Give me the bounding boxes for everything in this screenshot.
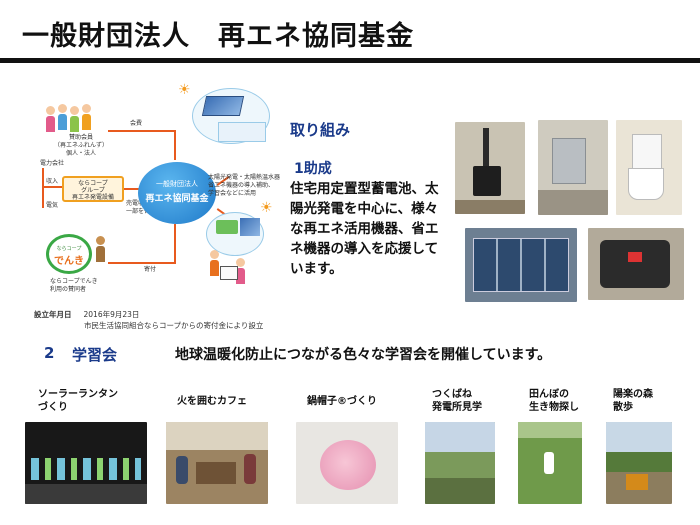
learning-section-number: 2 (44, 344, 55, 362)
easel-illustration (220, 266, 238, 280)
establishment-note: 市民生活協同組合ならコープからの寄付金により設立 (84, 321, 264, 330)
event-label-fire-cafe: 火を囲むカフェ (177, 396, 247, 407)
photo-wood-stove (455, 122, 525, 214)
member-figure (70, 106, 79, 132)
establishment-label: 設立年月日 (34, 310, 72, 319)
income-label: 収入 (46, 178, 59, 185)
learning-board-illustration (216, 220, 238, 234)
donation-arrow-up (174, 224, 176, 264)
photo-forest-walk (606, 422, 672, 504)
fund-circle-line2: 再エネ協同基金 (145, 194, 209, 204)
denki-users-label: ならコープでんき 利用の賛同者 (50, 278, 98, 293)
group-arrow (124, 188, 140, 190)
event-label-nabe-boshi: 鍋帽子®づくり (307, 396, 377, 407)
bath-illustration (218, 122, 266, 142)
photo-storage-battery (538, 120, 608, 215)
organization-diagram: 賛助会員 （再エネふれんず） 個人・法人 会費 電力会社 収入 電気 ならコープ… (28, 82, 281, 304)
solar-panel-small-illustration (240, 218, 260, 236)
child-figure (210, 250, 219, 276)
photo-portable-battery (588, 228, 684, 300)
fee-arrow (108, 130, 176, 132)
support-note: 太陽光発電・太陽熱温水器 省エネ機器の導入補助、 学習会などに活用 (208, 174, 281, 197)
denki-small-label: ならコープ (56, 246, 82, 252)
electricity-label: 電気 (46, 202, 59, 209)
establishment-info: 設立年月日 2016年9月23日 市民生活協同組合ならコープからの寄付金により設立 (34, 309, 263, 331)
establishment-date: 2016年9月23日 (83, 310, 140, 319)
solar-panel-illustration (201, 96, 245, 116)
members-label: 賛助会員 （再エネふれんず） 個人・法人 (54, 134, 109, 157)
fee-arrow-down (174, 130, 176, 160)
photo-nabe-boshi (296, 422, 398, 504)
fund-circle-line1: 一般財団法人 (156, 180, 198, 188)
page-title: 一般財団法人 再エネ協同基金 (22, 21, 414, 52)
photo-solar-panels (465, 228, 577, 302)
denki-big-label: でんき (54, 256, 84, 267)
photo-tsukubane-plant (425, 422, 495, 504)
subsidy-description: 住宅用定置型蓄電池、太陽光発電を中心に、様々な再エネ活用機器、省エネ機器の導入を… (290, 181, 439, 277)
member-figure (58, 104, 67, 130)
event-label-rice-paddy: 田んぼの 生き物探し (529, 389, 579, 413)
initiatives-heading: 取り組み (290, 121, 351, 139)
learning-section-heading: 学習会 (72, 346, 118, 364)
coop-denki-logo: ならコープ でんき (46, 234, 92, 274)
photo-toilet (616, 120, 682, 215)
income-arrow (42, 186, 62, 188)
donation-arrow (108, 262, 174, 264)
sun-icon: ☀ (260, 200, 273, 216)
event-label-solar-lantern: ソーラーランタン づくり (38, 389, 118, 413)
title-underline (0, 58, 700, 63)
photo-rice-paddy (518, 422, 582, 504)
sun-icon: ☀ (178, 82, 191, 98)
fund-circle: 一般財団法人 再エネ協同基金 (138, 162, 216, 224)
event-label-tsukubane: つくばね 発電所見学 (432, 389, 482, 413)
woman-figure (236, 258, 245, 284)
power-plant-label: 電力会社 (40, 160, 65, 167)
fee-label: 会費 (130, 120, 143, 127)
learning-section-description: 地球温暖化防止につながる色々な学習会を開催しています。 (175, 347, 552, 363)
subsidy-heading: 1助成 (294, 161, 332, 177)
mascot-figure (96, 236, 105, 262)
member-figure (82, 104, 91, 130)
power-arrow (42, 168, 44, 208)
coop-group-box: ならコープ グループ 再エネ発電設備 (62, 176, 124, 202)
donation-label: 寄付 (144, 266, 157, 273)
photo-solar-lanterns (25, 422, 147, 504)
member-figure (46, 106, 55, 132)
event-label-forest-walk: 陽楽の森 散歩 (613, 389, 653, 413)
coop-group-label: ならコープ グループ 再エネ発電設備 (71, 180, 114, 201)
photo-fire-cafe (166, 422, 268, 504)
